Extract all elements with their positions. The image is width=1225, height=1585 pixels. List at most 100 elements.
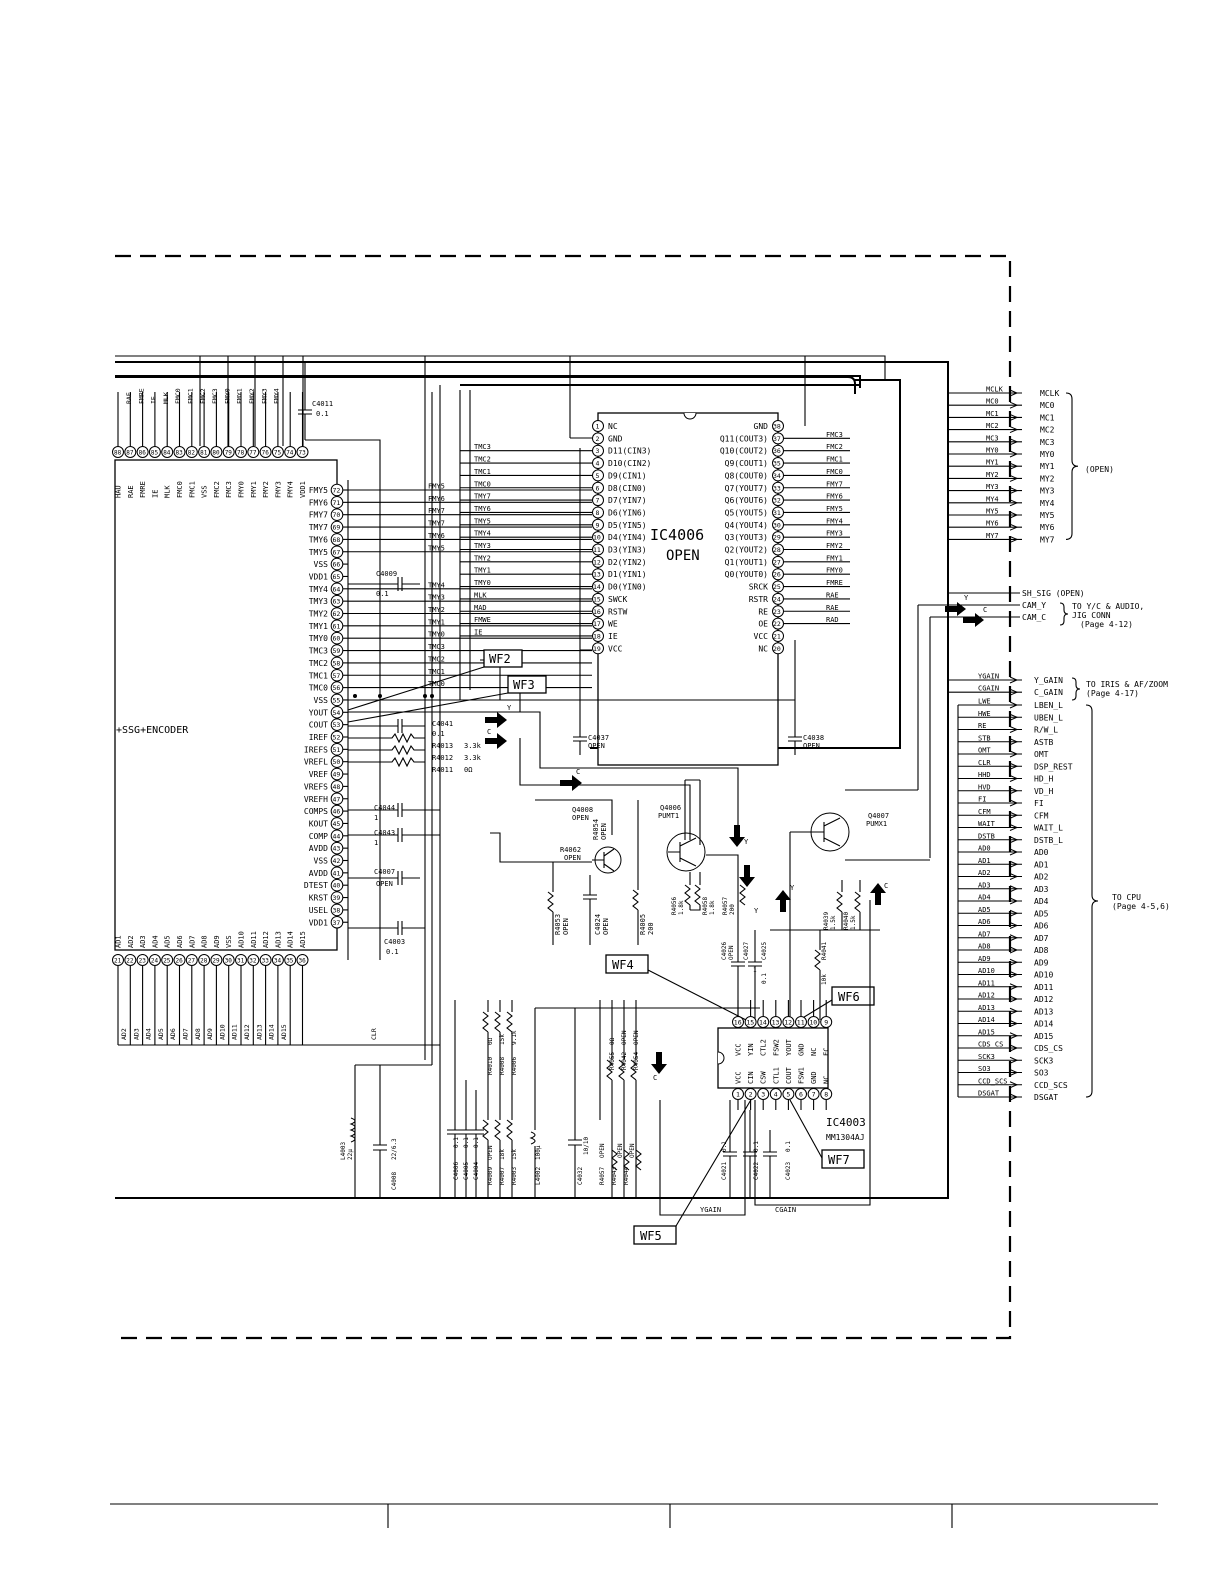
r4005-val: 200 (647, 922, 655, 935)
c4041-ref: C4041 (432, 720, 453, 728)
conn-top-label: MY0 (1040, 450, 1055, 459)
ic4006-right-pin (772, 605, 784, 618)
conn-top-net: MY0 (986, 447, 999, 455)
ic4006-right-pin-name: Q7(YOUT7) (725, 484, 768, 493)
ic4006-right-pin-number: 38 (773, 423, 781, 431)
flow-c-label-1: C (487, 728, 491, 736)
main-right-pin (330, 841, 344, 855)
main-top-pin-name: VDD1 (299, 481, 307, 498)
conn-cpu-label: AD10 (1034, 971, 1053, 980)
ic4003-top-pin (807, 1016, 820, 1028)
r4003-val: 15k (511, 1149, 518, 1160)
ic4006-left-pin (592, 444, 604, 457)
main-top-net-label: FMC2 (199, 388, 207, 404)
ic4006-left-pin (592, 605, 604, 618)
ic4006-left-pin-name: RSTW (608, 607, 627, 616)
conn-top-net: MC3 (986, 434, 999, 442)
conn-cpu-net: CDS_CS (978, 1041, 1003, 1049)
main-top-net-label: FMY2 (248, 388, 256, 404)
main-top-pin (136, 446, 149, 458)
ic4006-left-pin (592, 568, 604, 581)
main-bottom-pin-name: AD11 (250, 931, 258, 948)
main-top-pin-number: 85 (151, 450, 159, 457)
main-bottom-pin-number: 34 (274, 958, 282, 965)
r4044-ref: R4044 (623, 1167, 630, 1185)
r4062-ref: R4062 (560, 846, 581, 854)
main-bottom-pin-number: 29 (212, 958, 220, 965)
ic4003-bottom-pin (782, 1088, 795, 1100)
flow-arrows: Y C C Y Y Y C C (485, 704, 888, 1082)
wf5-label: WF5 (640, 1229, 662, 1243)
conn-cpu-label: UBEN_L (1034, 713, 1063, 722)
main-bottom-pin (284, 954, 297, 966)
sh-sig-label: SH_SIG (OPEN) (1022, 589, 1085, 598)
ic4006-right-net: FMY1 (826, 554, 843, 562)
ic4006-left-net: TMY1 (474, 567, 491, 575)
c4024-val: OPEN (602, 918, 610, 935)
ic4003-bottom-pin (732, 1088, 744, 1100)
conn-cpu-net: AD10 (978, 967, 995, 975)
conn-cpu-net: CLR (978, 759, 991, 767)
conn-top-net: MY7 (986, 532, 999, 540)
main-top-pin-name: FMY0 (238, 481, 246, 498)
ic4006-left-pin (592, 555, 604, 568)
main-right-pin (330, 668, 344, 682)
main-bottom-pin-name: AD15 (299, 931, 307, 948)
main-bottom-pin-name: AD12 (262, 931, 270, 948)
main-right-pin-name: IREFS (304, 745, 328, 754)
main-right-pin (330, 545, 344, 559)
ic4006-left-pin-number: 19 (593, 645, 601, 653)
main-right-pin-number: 69 (333, 524, 341, 532)
conn-top-label: MC3 (1040, 438, 1055, 447)
ic4006-right-net: FMRE (826, 579, 843, 587)
wf7-label: WF7 (828, 1153, 850, 1167)
main-top-pin (247, 446, 260, 458)
c4037-val: OPEN (588, 742, 605, 750)
ic4006-left-pin (592, 457, 604, 470)
c4007-val: OPEN (376, 880, 393, 888)
ic4006-right-net: FMY5 (826, 505, 843, 513)
conn-top-net: MCLK (986, 386, 1004, 394)
main-top-pin (124, 446, 137, 458)
wf3-box (507, 675, 547, 694)
ic4003-bottom-pin-number: 3 (761, 1091, 765, 1099)
conn-top-label: MCLK (1040, 389, 1059, 398)
ic4006-left-net: TMC0 (474, 480, 491, 488)
ygain-net: YGAIN (700, 1206, 721, 1214)
ic4003-top-pin-name: VCC (735, 1043, 743, 1056)
main-top-pin (296, 446, 309, 458)
ic4003-top-pin-number: 13 (772, 1019, 780, 1027)
ic4003-top-pin (757, 1016, 770, 1028)
r4062-val: OPEN (564, 854, 581, 862)
ic4006-left-pin (592, 592, 604, 605)
main-right-pin (330, 582, 344, 596)
main-right-pin-number: 44 (333, 832, 341, 840)
c4011-val: 0.1 (316, 410, 329, 418)
ic4006-left-pin (592, 617, 604, 630)
ic4006-left-pin-name: SWCK (608, 595, 627, 604)
main-right-pin-name: VSS (314, 696, 329, 705)
c4032-val: 10/10 (583, 1137, 590, 1155)
ic4006-right-pin-name: RSTR (749, 595, 768, 604)
main-top-net-label: FMY1 (236, 388, 244, 404)
page-417-note: (Page 4-17) (1086, 689, 1139, 698)
c4023-ref: C4023 (785, 1162, 792, 1180)
main-top-pin-name: MLK (164, 485, 172, 498)
ic4006-right-pin-number: 30 (773, 521, 781, 529)
main-bottom-pin-name: AD14 (287, 931, 295, 948)
conn-top-net: MC2 (986, 422, 999, 430)
ic4006-right-net: RAE (826, 591, 839, 599)
ic4006-right-pin-name: RE (758, 607, 768, 616)
c4005-ref: C4005 (463, 1162, 470, 1180)
r4013-val: 3.3k (464, 742, 482, 750)
c4044-val: 1 (374, 814, 378, 822)
main-bottom-net-label: AD15 (280, 1024, 288, 1040)
ic4006-right-pin-number: 29 (773, 534, 781, 542)
ic4006-left-pin-name: IE (608, 632, 618, 641)
main-top-pin (161, 446, 174, 458)
c4038-val: OPEN (803, 742, 820, 750)
main-bottom-net-label: AD11 (231, 1024, 239, 1040)
main-right-pin-name: FMY5 (309, 486, 328, 495)
q4008-val: OPEN (572, 814, 589, 822)
conn-cpu-label: OMT (1034, 750, 1049, 759)
